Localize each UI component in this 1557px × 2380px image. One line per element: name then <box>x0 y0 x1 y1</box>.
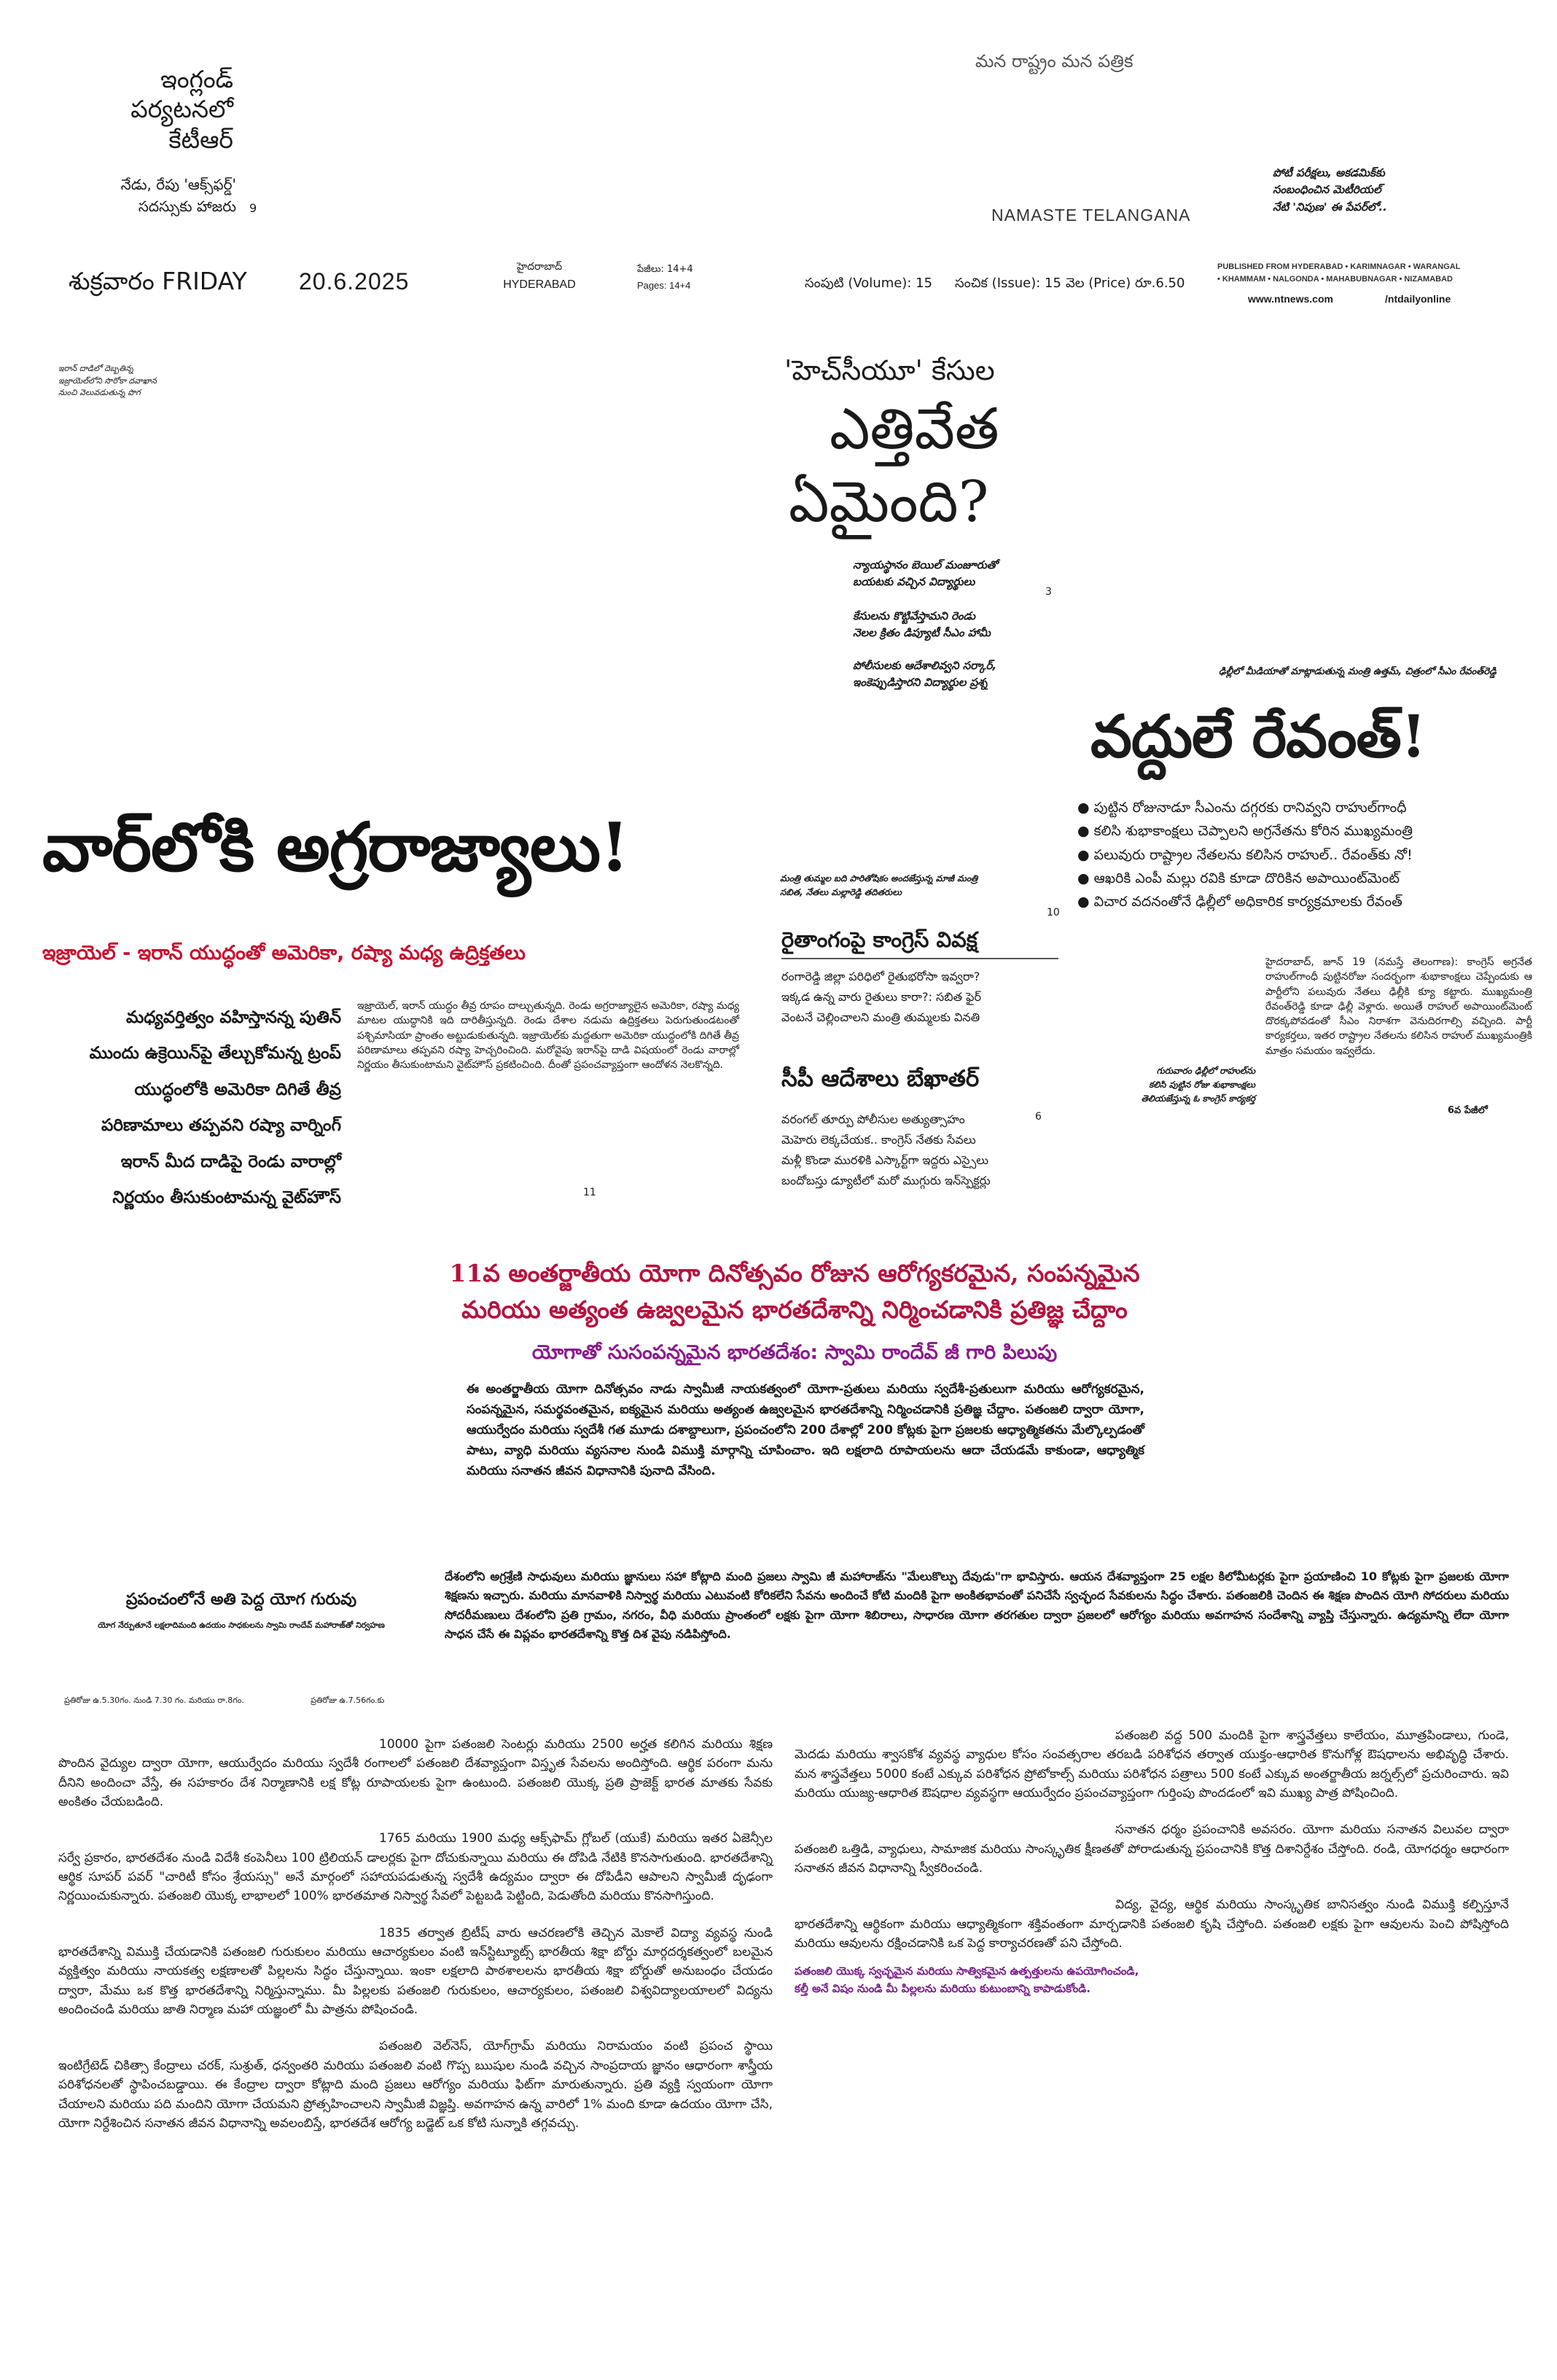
thummala-rule <box>781 958 1058 959</box>
yoga-closing: పతంజలి యొక్క స్వచ్ఛమైన మరియు సాత్వికమైన … <box>795 1963 1509 1997</box>
photo-caption-top: ఇరాన్ దాడిలో దెబ్బతిన్న ఇజ్రాయెల్‌లోని స… <box>58 364 157 397</box>
thummala-body: రంగారెడ్డి జిల్లా పరిధిలో రైతుభరోసా ఇవ్వ… <box>781 969 981 1024</box>
hcu-point-2: కేసులను కొట్టివేస్తామని రెండు నెలల క్రిత… <box>853 609 991 640</box>
masthead-pages-te: పేజీలు: 14+4 <box>637 264 693 275</box>
yoga-timing-1: ప్రతిరోజు ఉ.5.30గం. నుండి 7.30 గం. మరియు… <box>64 1696 244 1705</box>
yoga-intro: ఈ అంతర్జాతీయ యోగా దినోత్సవం నాడు స్వామీజ… <box>467 1382 1144 1479</box>
yoga-column-1: 10000 పైగా పతంజలి సెంటర్లు మరియు 2500 అర… <box>58 1735 773 2133</box>
revanth-caption: ఢిల్లీలో మీడియాతో మాట్లాడుతున్న మంత్రి ఉ… <box>1219 666 1496 677</box>
yoga-closing-line: పతంజలి యొక్క స్వచ్ఛమైన మరియు సాత్వికమైన … <box>795 1965 1139 1978</box>
war-point: యుద్ధంలోకి అమెరికా దిగితే తీవ్ర <box>134 1080 341 1099</box>
war-point: ఇరాన్ మీద దాడిపై రెండు వారాల్లో <box>120 1152 341 1171</box>
yoga-paragraph: విద్య, వైద్య, ఆర్థిక మరియు సాంస్కృతిక బా… <box>795 1897 1509 1951</box>
teaser-left-subtitle: నేడు, రేపు 'ఆక్స్‌ఫర్డ్' సదస్సుకు హాజరు <box>120 176 236 215</box>
bullet-icon: ● <box>1077 800 1094 816</box>
war-point: మధ్యవర్తిత్వం వహిస్తానన్న పుతిన్ <box>125 1008 341 1027</box>
revanth-bullet: ● పలువురు రాష్ట్రాల నేతలను కలిసిన రాహుల్… <box>1077 846 1413 863</box>
revanth-bullet: ● ఆఖరికి ఎంపీ మల్లు రవికి కూడా దొరికిన అ… <box>1077 870 1400 886</box>
yoga-paragraph: పతంజలి వద్ద 500 మందికి పైగా శాస్త్రవేత్త… <box>795 1728 1509 1801</box>
revanth-bullet: ● విచార వదనంతోనే ఢిల్లీలో అధికారిక కార్య… <box>1077 894 1402 910</box>
masthead-city-en: HYDERABAD <box>503 278 576 291</box>
bullet-icon: ● <box>1077 846 1094 863</box>
yoga-headline[interactable]: 11వ అంతర్జాతీయ యోగా దినోత్సవం రోజున ఆరోగ… <box>190 1255 1400 1327</box>
yoga-paragraph: 1835 తర్వాత బ్రిటీష్ వారు ఆచరణలోకి తెచ్చ… <box>58 1925 773 2018</box>
masthead-social[interactable]: /ntdailyonline <box>1385 293 1451 305</box>
yoga-column-2: పతంజలి వద్ద 500 మందికి పైగా శాస్త్రవేత్త… <box>795 1726 1509 1997</box>
teaser-left-page: 9 <box>249 201 257 215</box>
masthead-pages-en: Pages: 14+4 <box>637 280 691 291</box>
hcu-page: 3 <box>1045 586 1052 598</box>
masthead-published-from: PUBLISHED FROM HYDERABAD • KARIMNAGAR • … <box>1217 262 1461 284</box>
hcu-point-3: పోలీసులకు ఆదేశాలివ్వని సర్కార్, ఇంకెప్పు… <box>853 659 997 690</box>
war-point: నిర్ణయం తీసుకుంటామన్న వైట్‌హౌస్ <box>112 1188 341 1208</box>
thummala-page: 10 <box>1047 907 1060 918</box>
masthead-tagline: మన రాష్ట్రం మన పత్రిక <box>975 51 1133 71</box>
war-point: ముందు ఉక్రెయిన్‌పై తేల్చుకోమన్న ట్రంప్ <box>89 1044 341 1064</box>
yoga-guru-title: ప్రపంచంలోనే అతి పెద్ద యోగ గురువు <box>125 1591 357 1609</box>
yoga-paragraph: 10000 పైగా పతంజలి సెంటర్లు మరియు 2500 అర… <box>58 1737 773 1810</box>
masthead-volume: సంపుటి (Volume): 15 <box>805 276 933 291</box>
bullet-icon: ● <box>1077 870 1094 886</box>
revanth-photo-caption: గురువారం ఢిల్లీలో రాహుల్‌ను కలిసి పుట్టి… <box>1141 1066 1255 1104</box>
war-points: మధ్యవర్తిత్వం వహిస్తానన్న పుతిన్ ముందు ఉ… <box>42 1000 341 1217</box>
yoga-paragraph: సనాతన ధర్మం ప్రపంచానికి అవసరం. యోగా మరియ… <box>795 1822 1509 1876</box>
yoga-paragraph: 1765 మరియు 1900 మధ్య ఆక్స్‌ఫామ్ గ్లోబల్ … <box>58 1831 773 1904</box>
war-page: 11 <box>583 1187 596 1198</box>
revanth-bullets: ● పుట్టిన రోజునాడూ సీఎంను దగ్గరకు రానివ్… <box>1077 796 1529 913</box>
revanth-bullet: ● పుట్టిన రోజునాడూ సీఎంను దగ్గరకు రానివ్… <box>1077 800 1407 816</box>
revanth-bullet: ● కలిసి శుభాకాంక్షలు చెప్పాలని అగ్రనేతను… <box>1077 823 1413 840</box>
war-headline[interactable]: వార్‌లోకి అగ్రరాజ్యాలు! <box>42 808 629 886</box>
revanth-body: హైదరాబాద్, జూన్ 19 (నమస్తే తెలంగాణ): కాం… <box>1265 956 1532 1057</box>
hcu-headline-2[interactable]: ఏమైంది? <box>789 469 989 535</box>
yoga-subhead: యోగాతో సుసంపన్నమైన భారతదేశం: స్వామి రాంద… <box>531 1341 1058 1364</box>
masthead-city-te: హైదరాబాద్ <box>516 261 563 273</box>
war-body: ఇజ్రాయెల్, ఇరాన్ యుద్ధం తీవ్ర రూపం దాల్చ… <box>357 1000 739 1072</box>
thummala-caption: మంత్రి తుమ్మల బది పారితోషికం అందజేస్తున్… <box>780 873 978 898</box>
hcu-point-1: న్యాయస్థానం బెయిల్ మంజూరుతో బయటకు వచ్చిన… <box>853 558 998 589</box>
war-subhead: ఇజ్రాయెల్ - ఇరాన్ యుద్ధంతో అమెరికా, రష్య… <box>42 942 526 964</box>
masthead-day: శుక్రవారం FRIDAY <box>69 267 247 295</box>
revanth-cont[interactable]: 6వ పేజీలో <box>1448 1105 1488 1116</box>
thummala-headline[interactable]: రైతాంగంపై కాంగ్రెస్ వివక్ష <box>781 927 977 952</box>
yoga-closing-line: కల్తీ అనే విషం నుండి మీ పిల్లలను మరియు క… <box>795 1981 1091 1995</box>
masthead-issue: సంచిక (Issue): 15 <box>955 276 1061 291</box>
cp-body: వరంగల్ తూర్పు పోలీసుల అత్యుత్సాహం మెహెరు… <box>781 1112 991 1187</box>
masthead-website[interactable]: www.ntnews.com <box>1248 293 1333 305</box>
yoga-paragraph: పతంజలి వెల్‌నెస్, యోగ్‌గ్రామ్ మరియు నిరా… <box>58 2039 773 2131</box>
cp-page: 6 <box>1035 1111 1042 1123</box>
teaser-left-title[interactable]: ఇంగ్లండ్ పర్యటనలో కేటీఆర్ <box>130 65 233 154</box>
masthead-price: వెల (Price) రూ.6.50 <box>1066 276 1185 291</box>
hcu-kicker: 'హెచ్‌సీయూ' కేసుల <box>784 354 995 386</box>
cp-headline[interactable]: సీపీ ఆదేశాలు బేఖాతర్ <box>781 1066 980 1092</box>
bullet-icon: ● <box>1077 823 1094 840</box>
masthead-date: 20.6.2025 <box>299 268 410 294</box>
yoga-lead: దేశంలోని అగ్రశ్రేణి సాధువులు మరియు జ్ఞాన… <box>445 1569 1509 1642</box>
war-point: పరిణామాలు తప్పవని రష్యా వార్నింగ్ <box>101 1116 341 1136</box>
teaser-right[interactable]: పోటీ పరీక్షలు, అకడమిక్‌కు సంబంధించిన మెట… <box>1273 166 1387 214</box>
masthead-paper-name: NAMASTE TELANGANA <box>991 206 1191 225</box>
bullet-icon: ● <box>1077 894 1094 910</box>
yoga-guru-subtitle: యోగ నేర్పుతూనే లక్షలాదిమంది ఉదయం సాధకులన… <box>98 1620 385 1630</box>
yoga-timing-2: ప్రతిరోజు ఉ.7.56గం.కు <box>311 1696 385 1705</box>
yoga-headline-line: 11వ అంతర్జాతీయ యోగా దినోత్సవం రోజున ఆరోగ… <box>449 1259 1140 1287</box>
yoga-headline-line: మరియు అత్యంత ఉజ్వలమైన భారతదేశాన్ని నిర్మ… <box>461 1295 1128 1324</box>
revanth-headline[interactable]: వద్దులే రేవంత్! <box>1090 702 1427 770</box>
hcu-headline-1[interactable]: ఎత్తివేత <box>830 397 999 462</box>
